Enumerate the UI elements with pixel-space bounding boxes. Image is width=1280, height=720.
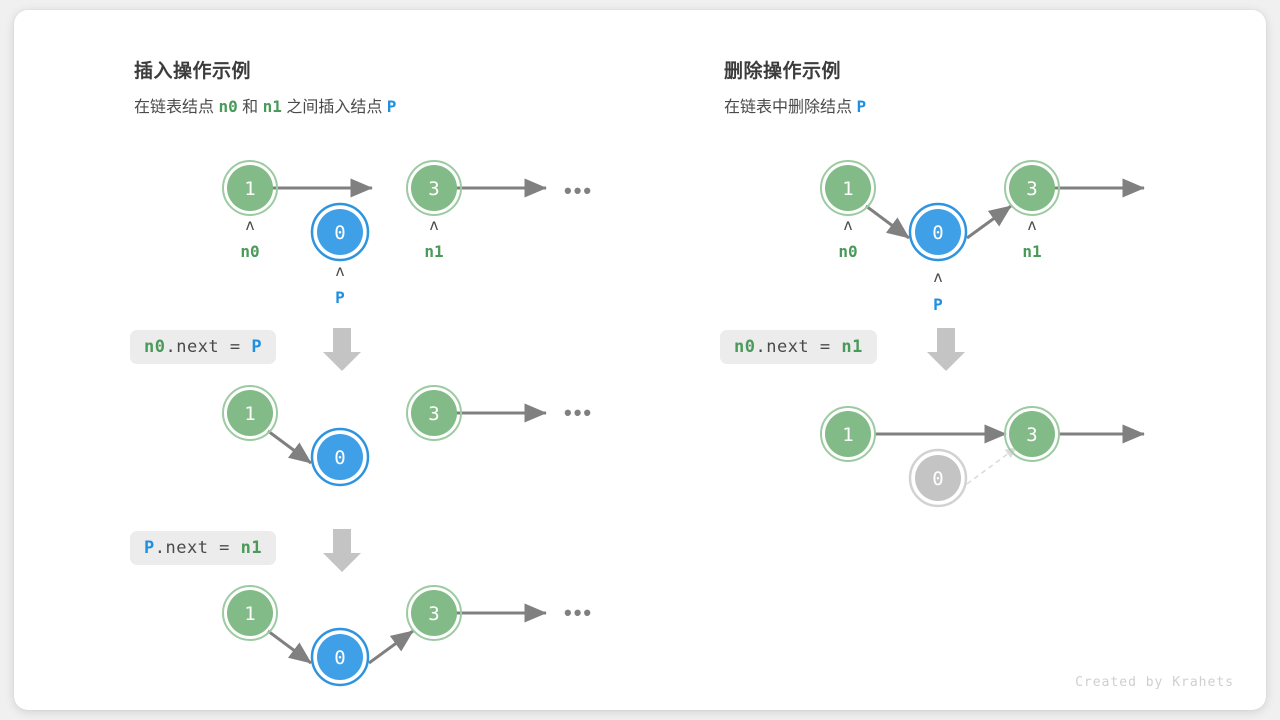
svg-text:1: 1 (244, 403, 255, 425)
label-p: P (335, 288, 345, 307)
caret-n0: ʌ (245, 216, 255, 234)
insert-row-step2-ellipsis: ••• (564, 600, 594, 625)
down-arrow-insert-step1 (323, 328, 361, 371)
svg-text:3: 3 (428, 603, 439, 625)
panel-delete-subtitle: 在链表中删除结点 P (724, 97, 867, 116)
code-pill-insert-step1: n0.next = P (130, 330, 277, 364)
svg-text:1: 1 (842, 424, 853, 446)
label-n1: n1 (424, 242, 444, 261)
svg-text:0: 0 (932, 468, 943, 490)
insert-row-initial-ellipsis: ••• (564, 178, 594, 203)
caret-p-delete: ʌ (933, 268, 943, 286)
label-n0: n0 (240, 242, 260, 261)
diagram-card: 插入操作示例 在链表结点 n0 和 n1 之间插入结点 P 1 0 (14, 10, 1266, 710)
panel-insert-subtitle: 在链表结点 n0 和 n1 之间插入结点 P (134, 97, 397, 116)
label-p-delete: P (933, 295, 943, 314)
down-arrow-delete-step1 (927, 328, 965, 371)
svg-text:3: 3 (1026, 178, 1037, 200)
svg-text:1: 1 (244, 178, 255, 200)
label-n1-delete: n1 (1022, 242, 1042, 261)
caret-p: ʌ (335, 262, 345, 280)
credit-text: Created by Krahets (1075, 675, 1234, 690)
delete-row-initial-graphics: 1 0 3 (820, 160, 1145, 262)
svg-text:0: 0 (334, 647, 345, 669)
delete-row-result-graphics: 1 0 3 (820, 406, 1145, 508)
caret-n0-delete: ʌ (843, 216, 853, 234)
caret-n1-delete: ʌ (1027, 216, 1037, 234)
svg-text:3: 3 (1026, 424, 1037, 446)
panel-delete-title: 删除操作示例 (724, 61, 842, 82)
svg-text:1: 1 (244, 603, 255, 625)
insert-row-step1-ellipsis: ••• (564, 400, 594, 425)
label-n0-delete: n0 (838, 242, 858, 261)
panel-insert-title: 插入操作示例 (134, 61, 252, 82)
down-arrow-insert-step2 (323, 529, 361, 572)
svg-text:0: 0 (334, 447, 345, 469)
insert-row-initial-graphics: 1 0 3 (222, 160, 547, 262)
svg-text:1: 1 (842, 178, 853, 200)
svg-text:3: 3 (428, 403, 439, 425)
svg-text:0: 0 (334, 222, 345, 244)
code-pill-insert-step2: P.next = n1 (130, 531, 277, 565)
insert-row-step2-graphics: 1 0 3 (222, 585, 547, 687)
insert-row-step1-graphics: 1 0 3 (222, 385, 547, 487)
code-pill-delete-step1: n0.next = n1 (720, 330, 877, 364)
panel-delete: 删除操作示例 在链表中删除结点 P 1 0 3 ••• ʌ n0 ʌ P (614, 10, 1266, 710)
svg-text:0: 0 (932, 222, 943, 244)
panel-insert: 插入操作示例 在链表结点 n0 和 n1 之间插入结点 P 1 0 (14, 10, 614, 710)
caret-n1: ʌ (429, 216, 439, 234)
svg-text:3: 3 (428, 178, 439, 200)
